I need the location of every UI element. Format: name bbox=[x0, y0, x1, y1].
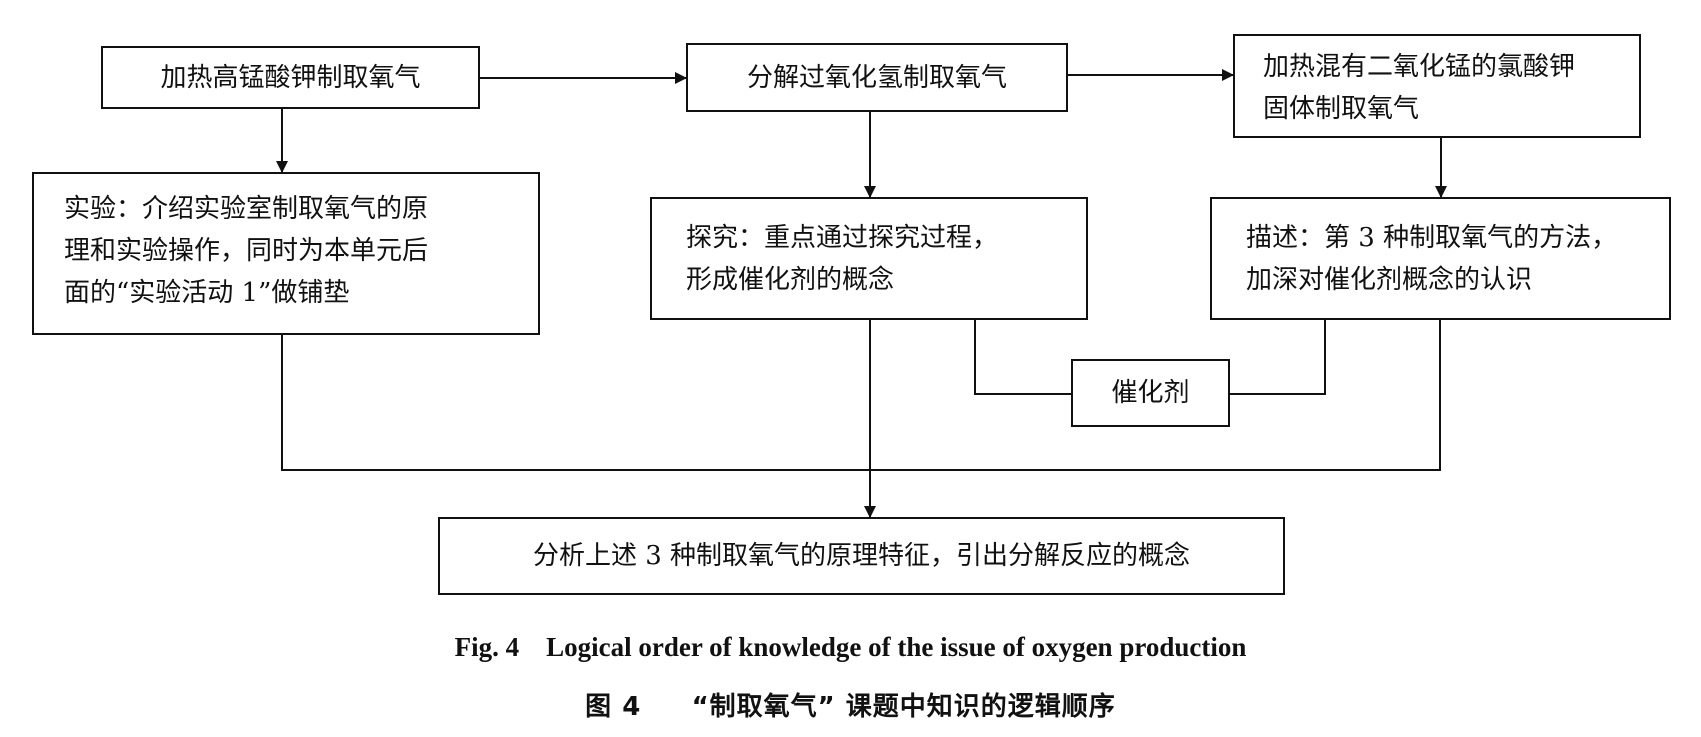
kclo3-line-1: 加热混有二氧化锰的氯酸钾 bbox=[1263, 52, 1576, 82]
experiment-line-1: 实验：介绍实验室制取氧气的原 bbox=[64, 194, 429, 224]
h2o2-box: 分解过氧化氢制取氧气 bbox=[686, 43, 1068, 112]
describe-line-1: 描述：第 3 种制取氧气的方法， bbox=[1246, 223, 1618, 253]
kclo3-line-2: 固体制取氧气 bbox=[1263, 94, 1420, 124]
experiment-line-2: 理和实验操作，同时为本单元后 bbox=[64, 236, 429, 266]
catalyst-box: 催化剂 bbox=[1071, 359, 1230, 427]
experiment-line-3: 面的“实验活动 1”做铺垫 bbox=[64, 278, 350, 308]
describe-box: 描述：第 3 种制取氧气的方法， 加深对催化剂概念的认识 bbox=[1210, 197, 1671, 320]
caption-chinese: 图 4 “制取氧气” 课题中知识的逻辑顺序 bbox=[585, 692, 1116, 722]
kmno4-box: 加热高锰酸钾制取氧气 bbox=[101, 46, 480, 109]
kmno4-label: 加热高锰酸钾制取氧气 bbox=[160, 62, 421, 93]
describe-line-2: 加深对催化剂概念的认识 bbox=[1246, 265, 1533, 295]
caption-english: Fig. 4 Logical order of knowledge of the… bbox=[454, 632, 1247, 662]
connector-describe-catalyst bbox=[1230, 320, 1326, 395]
inquiry-line-1: 探究：重点通过探究过程， bbox=[686, 223, 999, 253]
analysis-label: 分析上述 3 种制取氧气的原理特征，引出分解反应的概念 bbox=[532, 541, 1191, 571]
inquiry-box: 探究：重点通过探究过程， 形成催化剂的概念 bbox=[650, 197, 1088, 320]
h2o2-label: 分解过氧化氢制取氧气 bbox=[746, 62, 1007, 93]
experiment-box: 实验：介绍实验室制取氧气的原 理和实验操作，同时为本单元后 面的“实验活动 1”… bbox=[32, 172, 540, 335]
connector-inquiry-catalyst bbox=[974, 320, 1071, 395]
catalyst-label: 催化剂 bbox=[1111, 378, 1190, 408]
kclo3-box: 加热混有二氧化锰的氯酸钾 固体制取氧气 bbox=[1233, 34, 1641, 138]
analysis-box: 分析上述 3 种制取氧气的原理特征，引出分解反应的概念 bbox=[438, 517, 1285, 595]
inquiry-line-2: 形成催化剂的概念 bbox=[686, 265, 895, 295]
connector-experiment-merge bbox=[281, 320, 1441, 471]
